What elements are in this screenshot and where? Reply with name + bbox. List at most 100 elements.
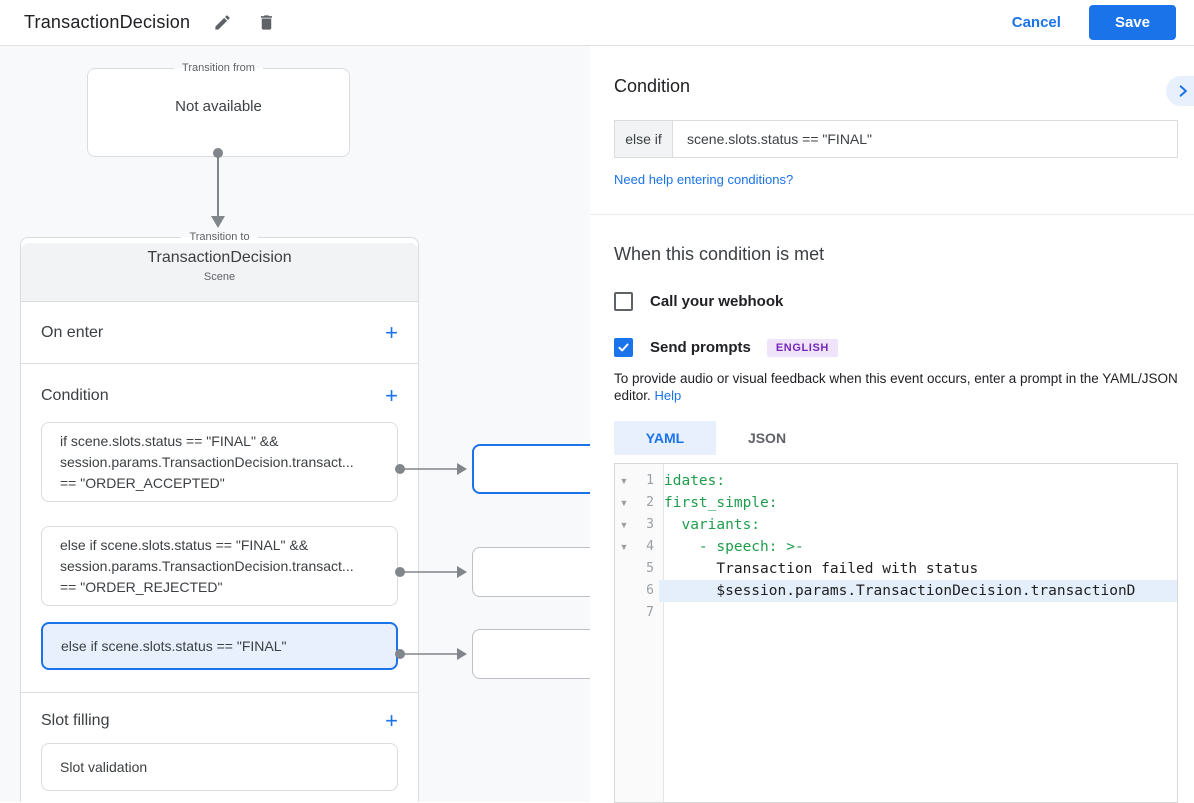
condition-expression-input[interactable] (673, 121, 1177, 157)
trash-icon (260, 15, 272, 30)
code-text: $session.params.TransactionDecision.tran… (659, 580, 1177, 602)
editor-code-area: ▼ 1 idates: ▼ 2 first_simple: ▼ 3 varian… (615, 464, 1177, 624)
condition-expression-group: else if (614, 120, 1178, 158)
transition-from-box[interactable]: Transition from Not available (87, 62, 350, 157)
condition-section-label: Condition (41, 387, 109, 404)
editor-gutter (615, 464, 664, 802)
transition-target-box[interactable] (472, 629, 590, 679)
add-on-enter-button[interactable]: + (385, 319, 398, 345)
line-number: 4 (646, 539, 654, 554)
plus-icon: + (385, 383, 398, 408)
pencil-icon (215, 15, 230, 30)
webhook-label: Call your webhook (650, 293, 784, 310)
yaml-editor[interactable]: ▼ 1 idates: ▼ 2 first_simple: ▼ 3 varian… (614, 463, 1178, 803)
else-if-prefix: else if (615, 121, 673, 157)
code-line: ▼ 2 first_simple: (615, 492, 1177, 514)
condition-item-final-selected[interactable]: else if scene.slots.status == "FINAL" (41, 622, 398, 670)
transition-target-box[interactable] (472, 547, 590, 597)
condition-section-header: Condition + (21, 382, 418, 410)
prompt-help-link[interactable]: Help (654, 388, 682, 403)
condition-text-line: else if scene.slots.status == "FINAL" && (60, 537, 309, 553)
divider (21, 692, 418, 693)
slot-validation-item[interactable]: Slot validation (41, 743, 398, 791)
code-line: ▼ 1 idates: (615, 470, 1177, 492)
divider (590, 214, 1194, 215)
line-number: 3 (646, 517, 654, 532)
send-prompts-label: Send prompts (650, 339, 751, 356)
line-number: 1 (646, 473, 654, 488)
condition-text-line: if scene.slots.status == "FINAL" && (60, 433, 279, 449)
code-line: 7 (615, 602, 1177, 624)
conditions-help-link[interactable]: Need help entering conditions? (614, 172, 794, 187)
code-line: ▼ 3 variants: (615, 514, 1177, 536)
condition-text-line: == "ORDER_REJECTED" (60, 579, 223, 595)
code-text: idates: (664, 473, 726, 489)
language-badge: ENGLISH (766, 338, 838, 357)
editor-tabs: YAML JSON (614, 421, 1178, 455)
top-bar: TransactionDecision Cancel Save (0, 0, 1194, 46)
on-enter-label: On enter (41, 323, 104, 341)
fold-spacer (615, 580, 633, 602)
code-text (659, 602, 1177, 624)
scene-diagram-canvas: Transition from Not available Transition… (0, 46, 590, 802)
condition-item-accepted[interactable]: if scene.slots.status == "FINAL" && sess… (41, 422, 398, 502)
slot-filling-label: Slot filling (41, 712, 110, 729)
scene-type-label: Scene (203, 270, 236, 283)
condition-detail-panel: Condition else if Need help entering con… (590, 46, 1194, 803)
fold-arrow-icon[interactable]: ▼ (619, 520, 629, 530)
fold-arrow-icon[interactable]: ▼ (619, 498, 629, 508)
panel-title: Condition (614, 76, 691, 96)
chevron-right-icon (1179, 85, 1187, 97)
code-line: 5 Transaction failed with status (615, 558, 1177, 580)
line-number: 2 (646, 495, 654, 510)
condition-text-line: == "ORDER_ACCEPTED" (60, 475, 225, 491)
tab-json[interactable]: JSON (716, 421, 818, 455)
cancel-button[interactable]: Cancel (1011, 14, 1061, 31)
code-text: - speech: >- (664, 539, 804, 555)
add-condition-button[interactable]: + (385, 385, 398, 407)
send-prompts-checkbox[interactable] (614, 338, 633, 357)
on-enter-row: On enter + (21, 302, 418, 364)
add-slot-button[interactable]: + (385, 710, 398, 732)
fold-spacer (615, 602, 633, 624)
scene-name: TransactionDecision (147, 248, 292, 266)
condition-text-line: else if scene.slots.status == "FINAL" (61, 637, 287, 654)
transition-from-status: Not available (175, 98, 262, 115)
page-title: TransactionDecision (24, 12, 191, 32)
prompt-hint-text: To provide audio or visual feedback when… (614, 370, 1178, 404)
code-line-highlighted: 6 $session.params.TransactionDecision.tr… (615, 580, 1177, 602)
check-icon (618, 343, 629, 352)
line-number: 6 (646, 583, 654, 598)
when-condition-title: When this condition is met (614, 244, 825, 264)
condition-text-line: session.params.TransactionDecision.trans… (60, 454, 354, 470)
code-line: ▼ 4 - speech: >- (615, 536, 1177, 558)
collapse-panel-button[interactable] (1166, 76, 1194, 106)
scene-title-group: TransactionDecision (24, 11, 278, 35)
transition-to-legend: Transition to (189, 231, 250, 243)
webhook-row: Call your webhook (614, 292, 1178, 311)
scene-card-header: TransactionDecision Scene (21, 232, 418, 302)
slot-validation-label: Slot validation (60, 759, 148, 775)
transition-to-card: Transition to TransactionDecision Scene … (20, 231, 419, 802)
slot-filling-section-header: Slot filling + (21, 707, 418, 735)
plus-icon: + (385, 319, 398, 345)
code-text: first_simple: (664, 495, 778, 511)
prompt-hint-body: To provide audio or visual feedback when… (614, 371, 1178, 403)
condition-item-rejected[interactable]: else if scene.slots.status == "FINAL" &&… (41, 526, 398, 606)
condition-text-line: session.params.TransactionDecision.trans… (60, 558, 354, 574)
code-text: variants: (664, 517, 761, 533)
webhook-checkbox[interactable] (614, 292, 633, 311)
save-button[interactable]: Save (1088, 5, 1176, 40)
fold-arrow-icon[interactable]: ▼ (619, 542, 629, 552)
plus-icon: + (385, 708, 398, 733)
delete-scene-button[interactable] (254, 11, 278, 35)
transition-target-box[interactable] (472, 444, 590, 494)
tab-yaml[interactable]: YAML (614, 421, 716, 455)
code-text: Transaction failed with status (664, 561, 979, 577)
line-number: 5 (646, 561, 654, 576)
line-number: 7 (646, 605, 654, 620)
send-prompts-row: Send prompts ENGLISH (614, 338, 1178, 357)
fold-arrow-icon[interactable]: ▼ (619, 476, 629, 486)
fold-spacer (615, 558, 633, 580)
edit-scene-name-button[interactable] (210, 11, 234, 35)
